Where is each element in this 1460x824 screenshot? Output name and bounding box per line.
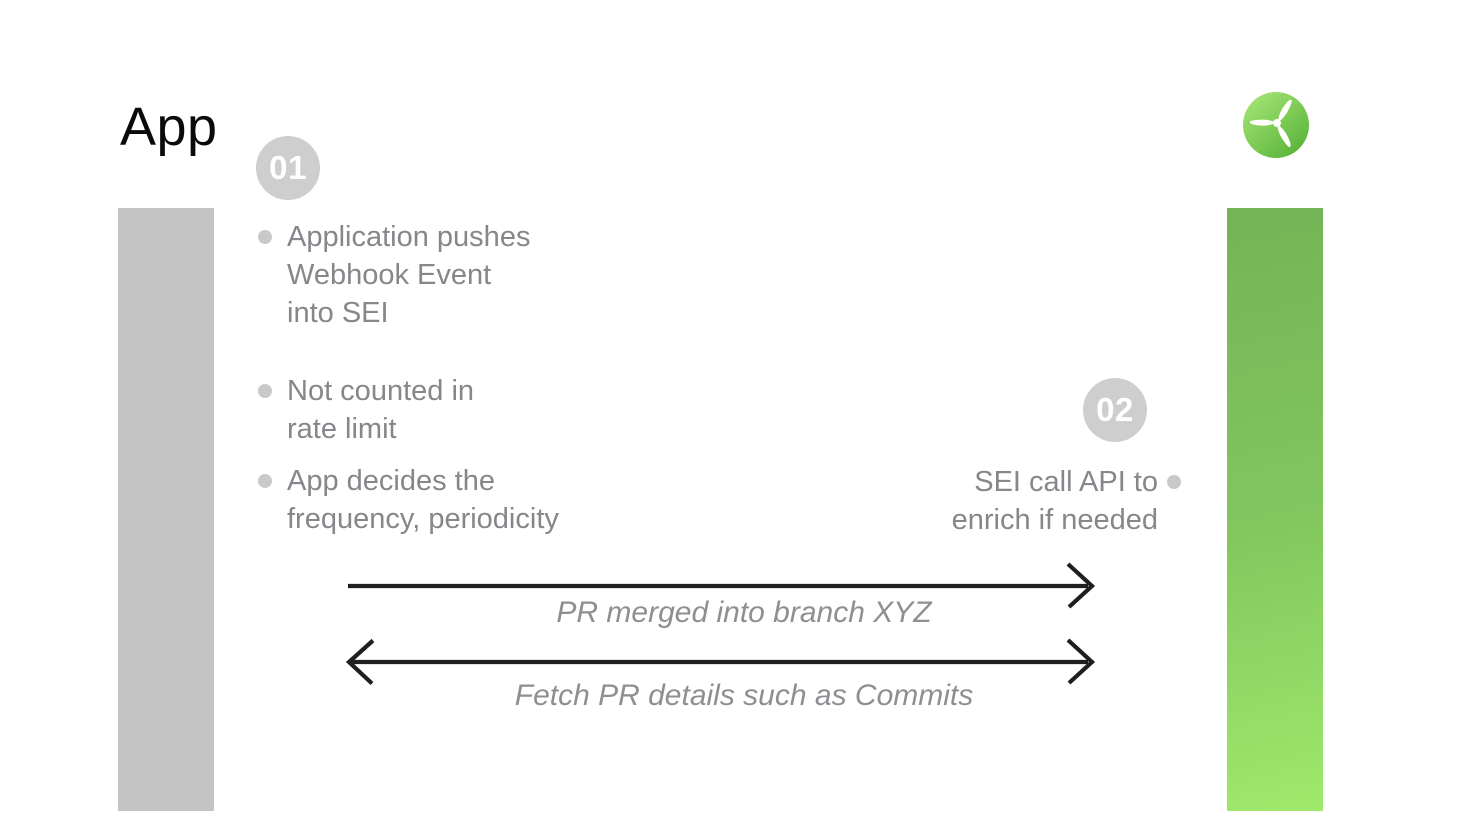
propeller-logo-icon <box>1243 92 1309 158</box>
bullet-line: Application pushes <box>287 221 531 253</box>
list-item: App decides the frequency, periodicity <box>258 462 618 538</box>
app-actor-bar <box>118 208 214 811</box>
bullet-line: into SEI <box>287 297 389 329</box>
arrow-label-fetch-pr: Fetch PR details such as Commits <box>514 679 974 712</box>
step-badge-01: 01 <box>256 136 320 200</box>
list-item: Not counted in rate limit <box>258 372 618 448</box>
arrow-label-pr-merged: PR merged into branch XYZ <box>556 596 932 629</box>
bullet-dot-icon <box>258 474 272 488</box>
bullet-dot-icon <box>1167 475 1181 489</box>
list-item: Application pushes Webhook Event into SE… <box>258 218 618 332</box>
step-badge-02: 02 <box>1083 378 1147 442</box>
bullet-line: Webhook Event <box>287 259 492 291</box>
page-title: App <box>120 97 218 157</box>
bullet-dot-icon <box>258 384 272 398</box>
sei-note: SEI call API to enrich if needed <box>838 463 1158 539</box>
bullet-line: SEI call API to <box>974 466 1158 498</box>
bullet-line: rate limit <box>287 413 397 445</box>
app-bullet-list: Application pushes Webhook Event into SE… <box>258 218 618 538</box>
bullet-line: enrich if needed <box>951 504 1158 536</box>
bullet-dot-icon <box>258 230 272 244</box>
bullet-line: Not counted in <box>287 375 475 407</box>
sei-actor-bar <box>1227 208 1323 811</box>
bullet-line: App decides the <box>287 465 495 497</box>
bullet-line: frequency, periodicity <box>287 503 559 535</box>
